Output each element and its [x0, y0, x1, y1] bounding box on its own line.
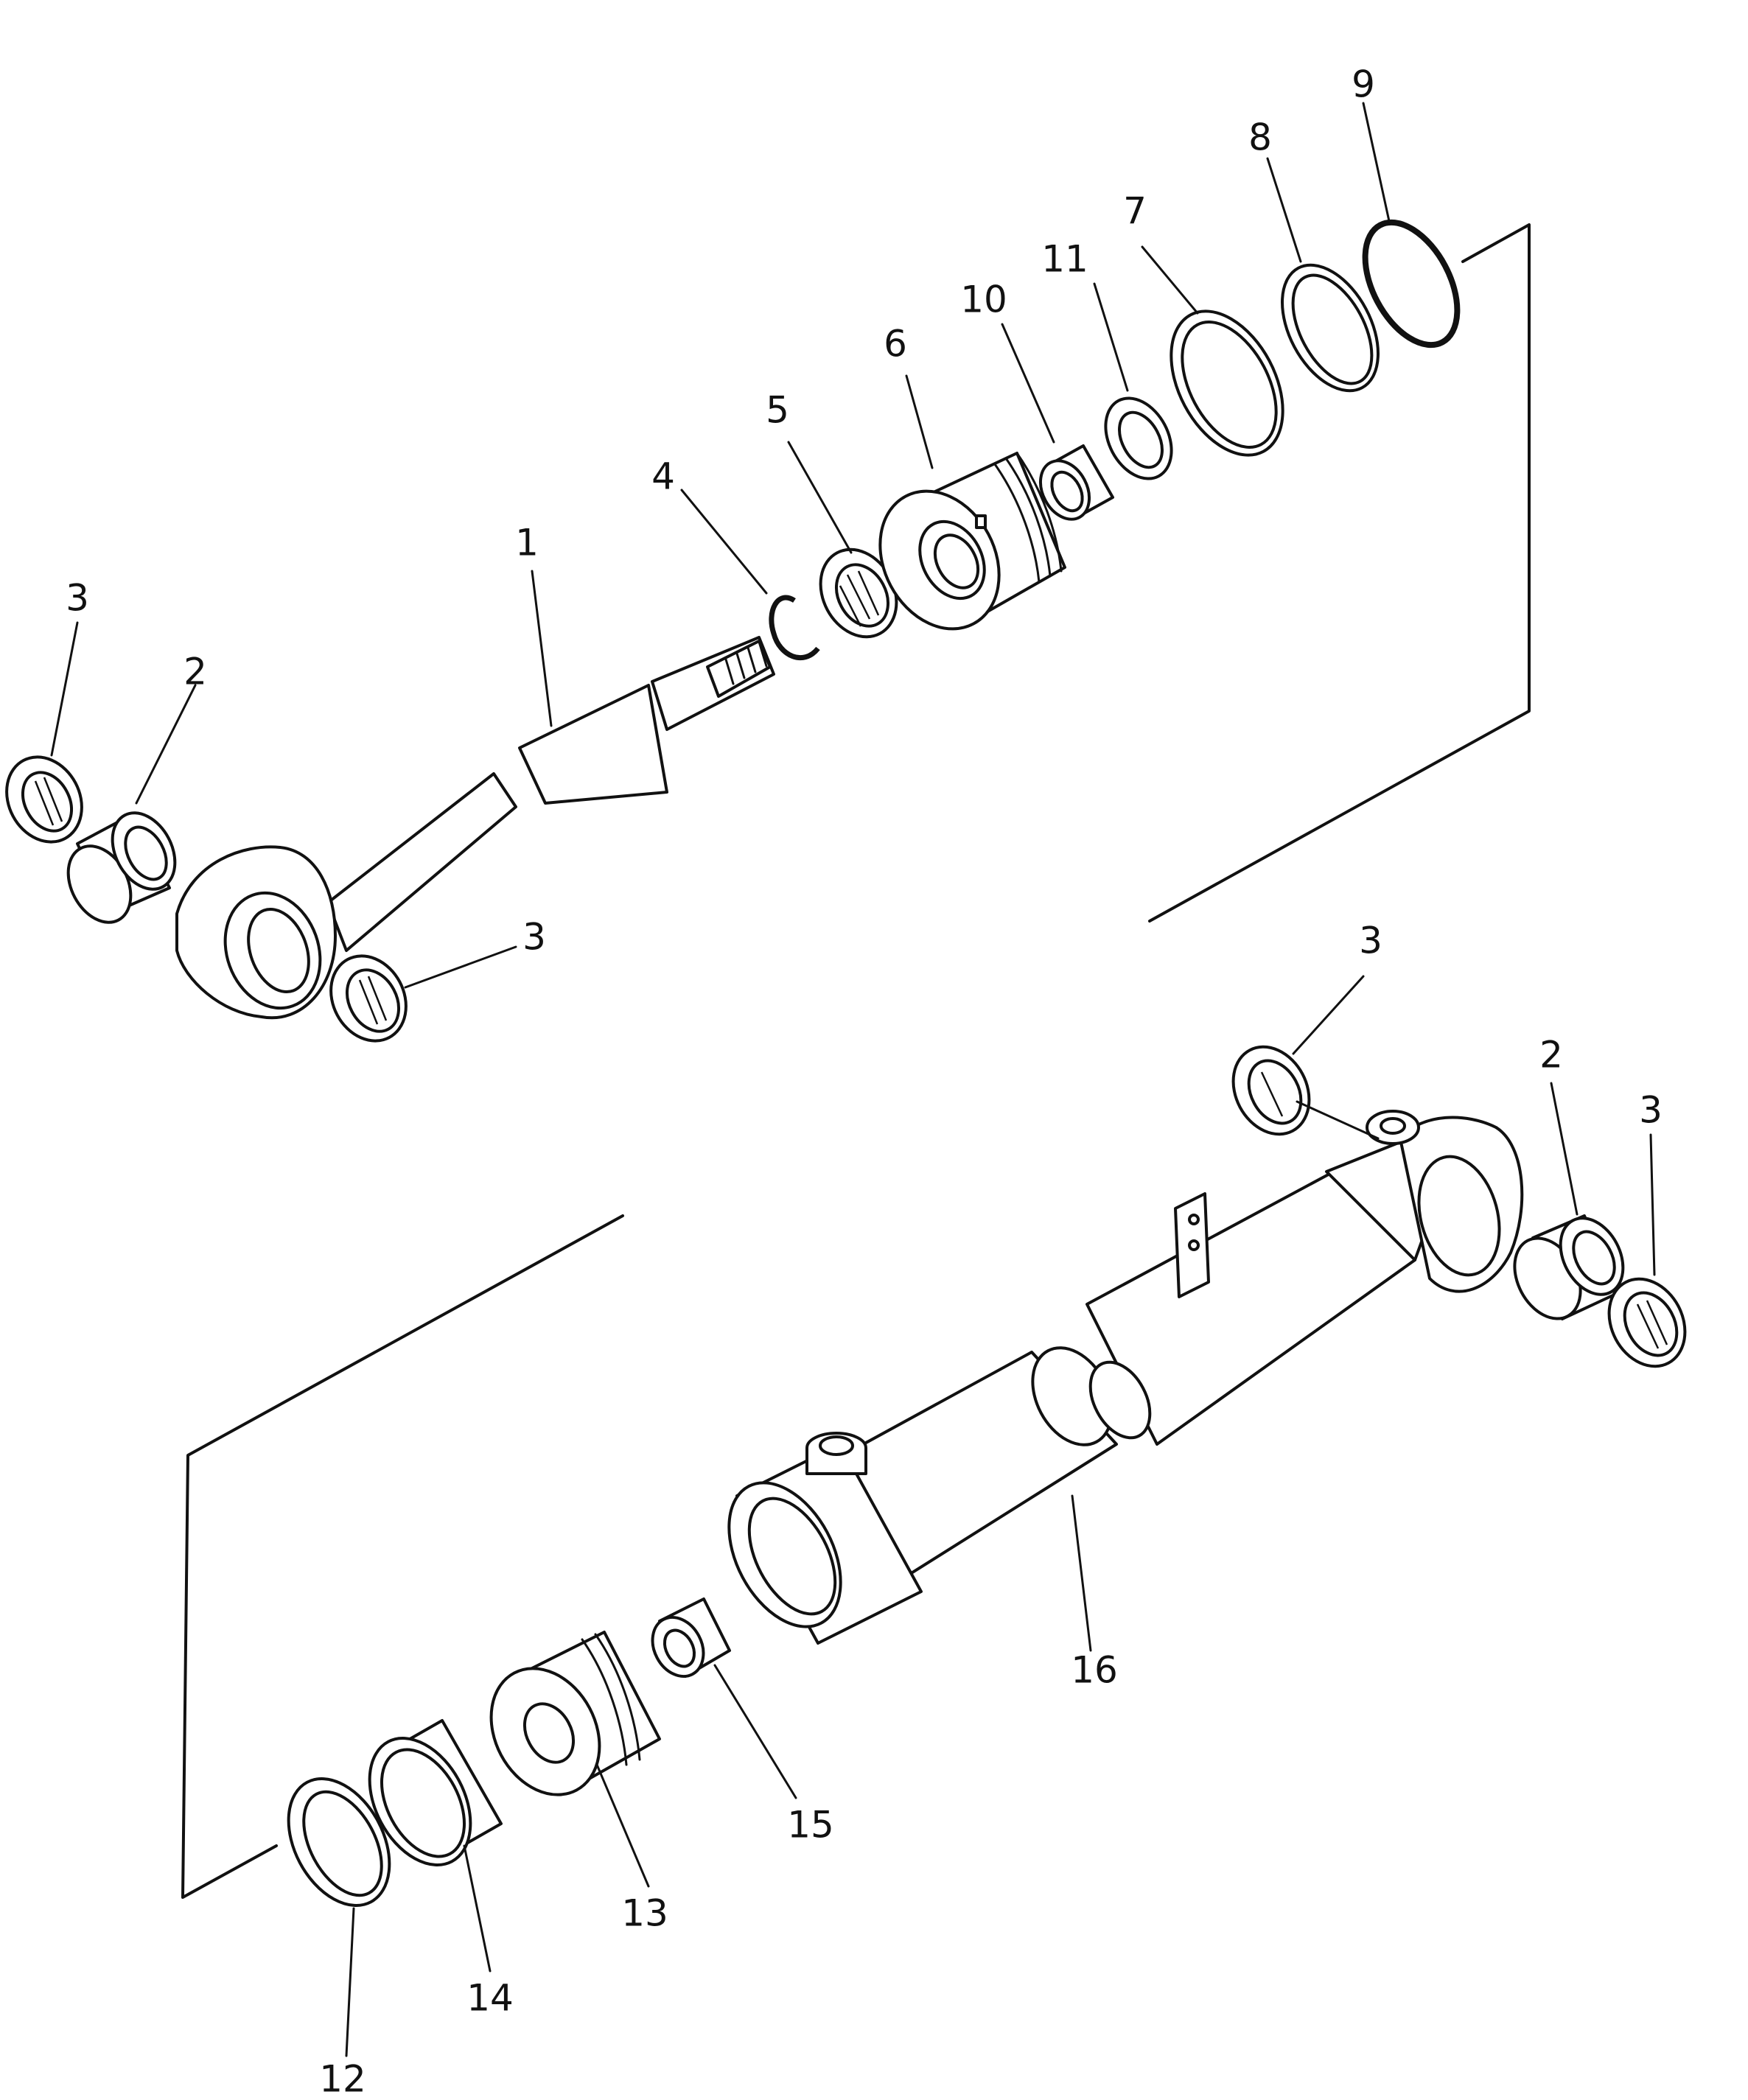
label-ring-12: 12: [319, 2058, 366, 2100]
label-bearing-5: 5: [766, 389, 789, 432]
label-head-6: 6: [884, 323, 907, 365]
head-6-part: [878, 452, 1066, 631]
rod-1-part: [175, 636, 775, 1020]
seal-11-part: [1104, 396, 1173, 480]
label-ring-8: 8: [1248, 116, 1272, 159]
label-oring-9: 9: [1352, 63, 1375, 106]
label-seal-3-bottom-right: 3: [1639, 1089, 1663, 1132]
seal-3-bottom-right-part: [1607, 1277, 1687, 1368]
label-wear-ring-14: 14: [466, 1977, 514, 2020]
bushing-10-part: [1038, 444, 1114, 521]
ring-12-part: [287, 1777, 391, 1907]
wear-ring-14-part: [368, 1719, 503, 1866]
label-bushing-2-bottom: 2: [1539, 1034, 1563, 1077]
label-seal-3-bottom-top: 3: [1359, 920, 1382, 962]
assembly-bracket-upper: [1148, 223, 1531, 923]
label-snap-ring-4: 4: [651, 455, 675, 498]
label-cylinder-16: 16: [1071, 1649, 1118, 1692]
label-seal-3-top-left: 3: [66, 577, 89, 620]
cylinder-16-part: [727, 1110, 1524, 1645]
label-seal-11: 11: [1041, 238, 1088, 281]
label-bushing-2-top: 2: [183, 651, 207, 693]
piston-13-part: [489, 1631, 661, 1796]
leader-lines: [50, 102, 1656, 2057]
label-rod-1: 1: [515, 522, 539, 564]
label-bushing-10: 10: [960, 279, 1007, 321]
label-nut-15: 15: [787, 1804, 834, 1847]
bearing-5-part: [819, 547, 898, 639]
bushing-2-bottom-part: [1513, 1214, 1625, 1320]
ring-8-part: [1281, 263, 1380, 393]
seal-3-bottom-top-part: [1231, 1045, 1311, 1136]
seal-3-top-left-part: [5, 755, 83, 844]
label-piston-13: 13: [621, 1892, 668, 1935]
assembly-bracket-lower: [181, 1214, 624, 1899]
bushing-2-top-part: [66, 811, 177, 924]
seal-3-top-right-part: [329, 954, 408, 1043]
snap-ring-4-part: [769, 595, 820, 660]
ring-7-part: [1170, 309, 1284, 457]
nut-15-part: [651, 1597, 731, 1679]
label-seal-3-top-right: 3: [522, 916, 546, 959]
label-ring-7: 7: [1123, 190, 1147, 233]
oring-9-part: [1362, 219, 1461, 349]
part-labels: 1 2 3 3 4 5 6 7 8 9 10 11 3 2 3 16 15 13…: [66, 63, 1663, 2100]
